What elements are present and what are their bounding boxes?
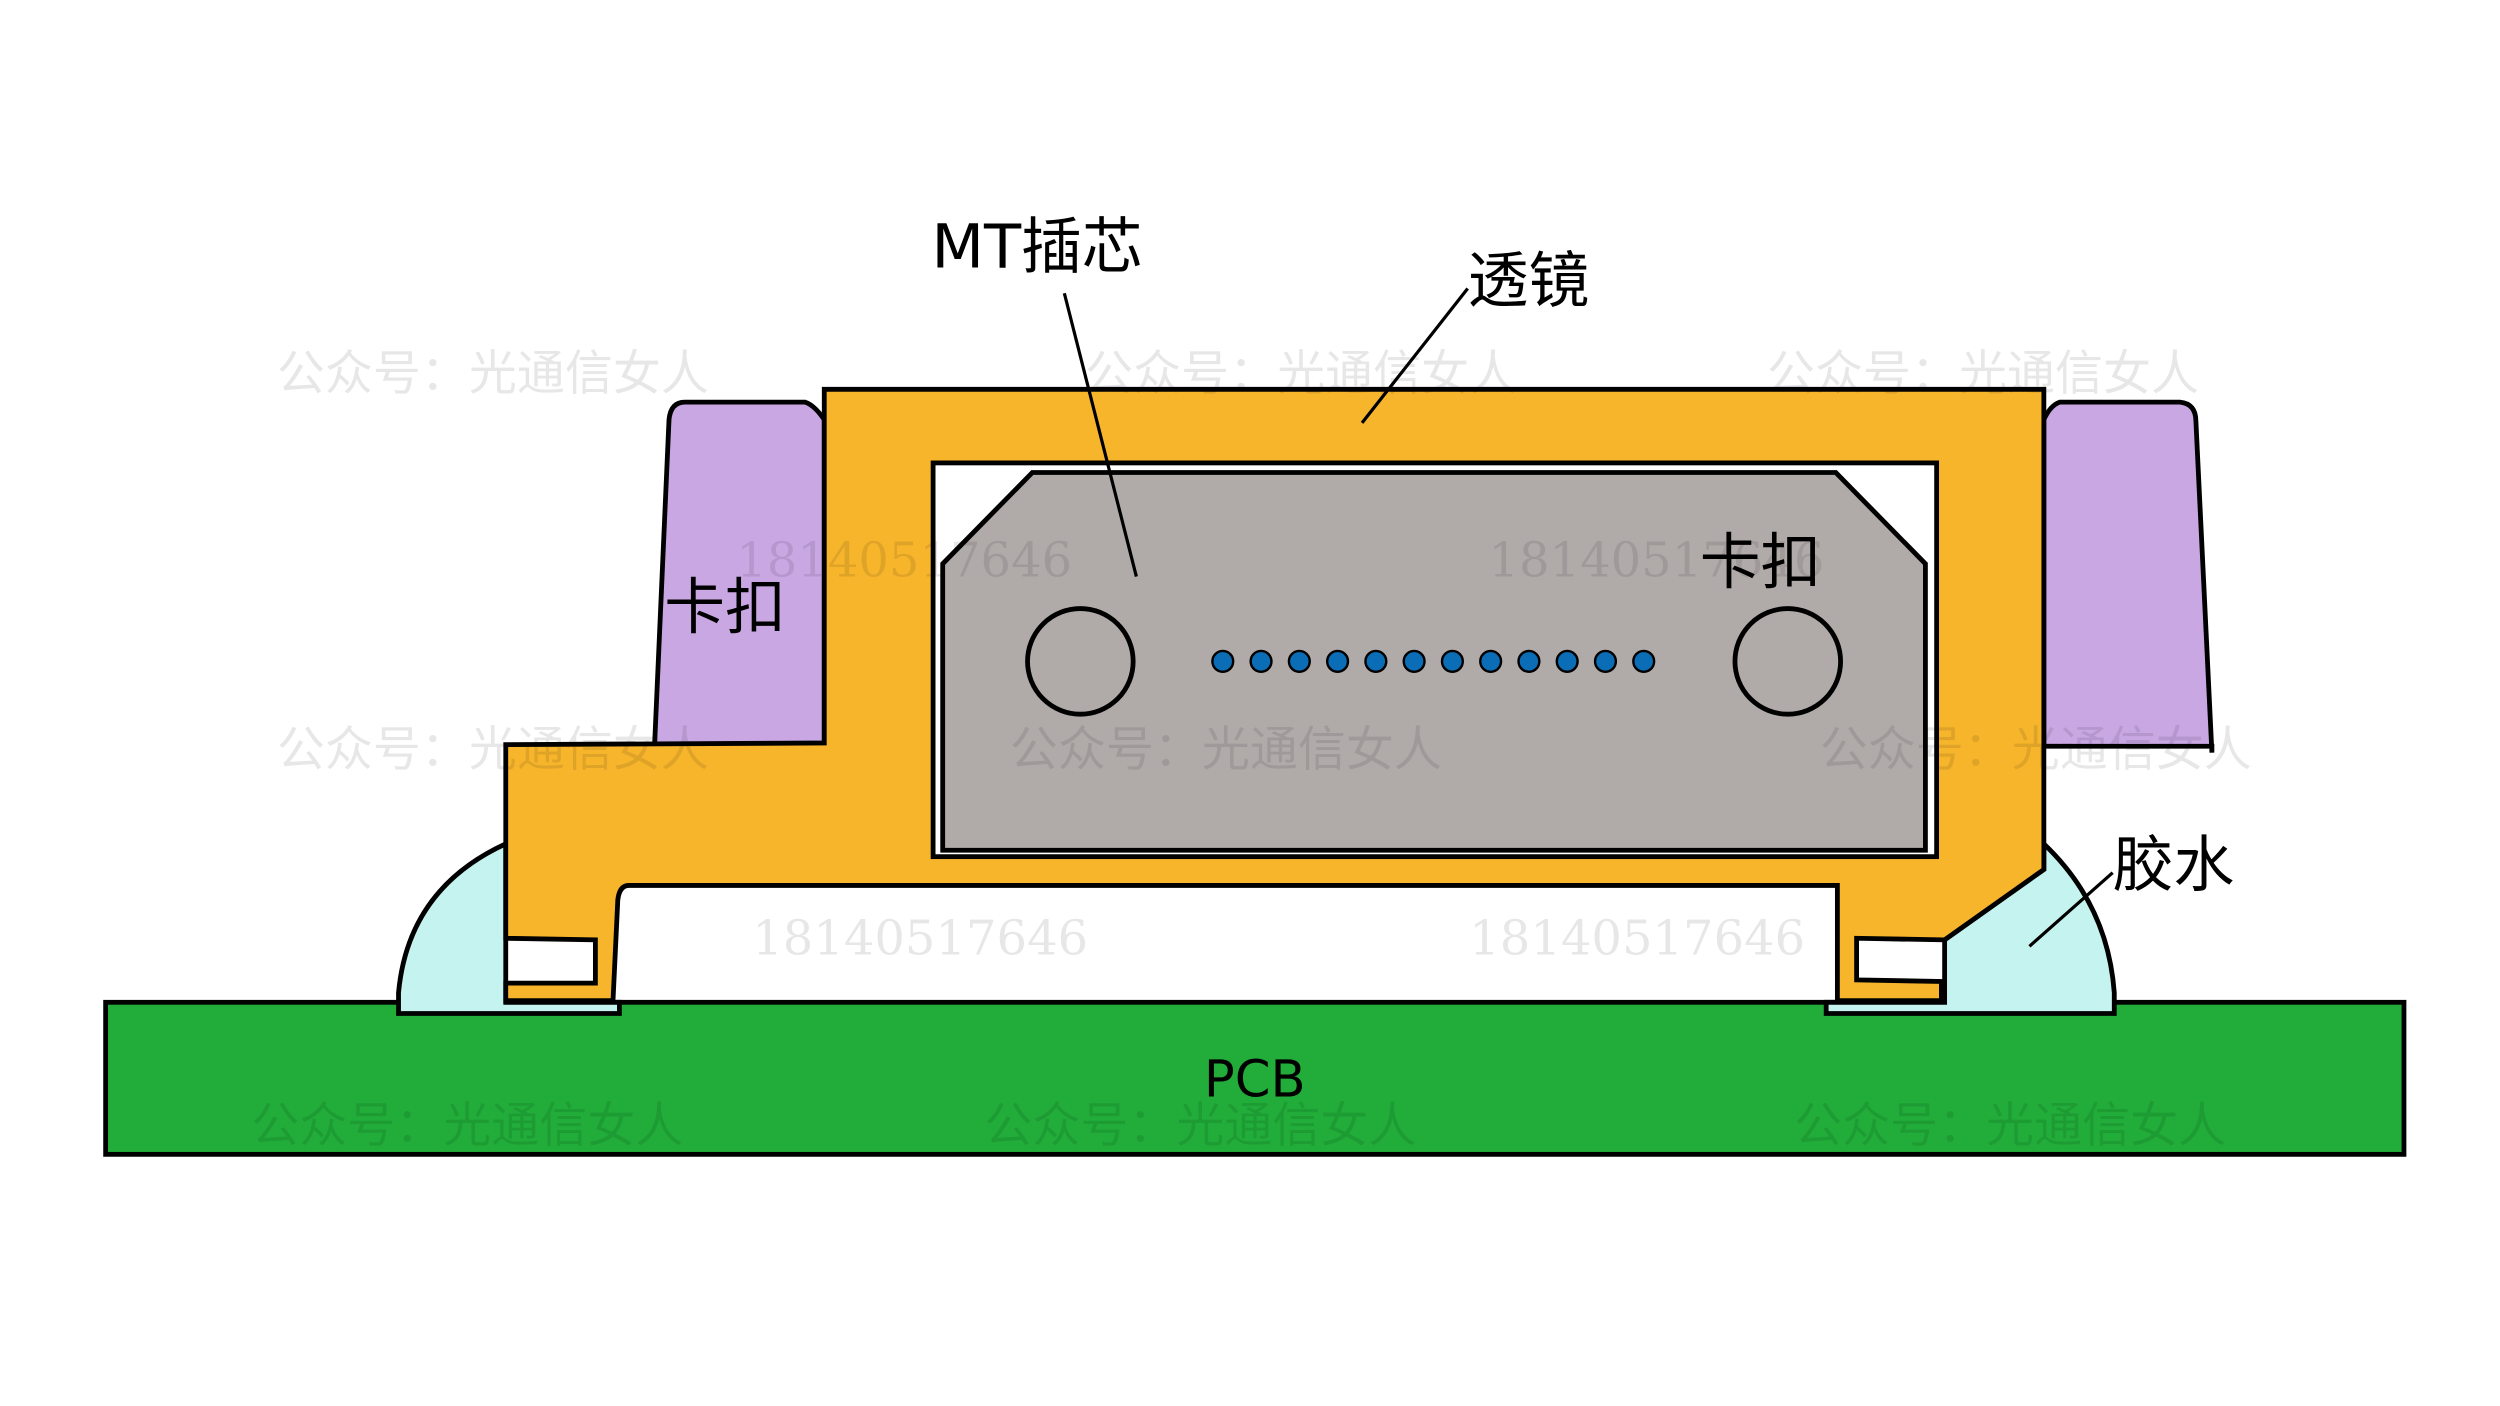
watermark-account: 公众号：光通信女人 — [984, 1098, 1416, 1154]
fiber-core — [1249, 649, 1273, 673]
leader-line-glue — [2028, 871, 2114, 948]
label-clip-right: 卡扣 — [1700, 528, 1822, 598]
watermarks: 公众号：光通信女人 公众号：光通信女人 公众号：光通信女人 公众号：光通信女人 … — [251, 345, 2252, 1153]
watermark-phone: 18140517646 — [1488, 533, 1824, 589]
label-glue: 胶水 — [2113, 830, 2235, 900]
label-clip-left: 卡扣 — [664, 573, 786, 643]
watermark-account: 公众号：光通信女人 — [1085, 345, 1517, 401]
fiber-core — [1325, 649, 1350, 673]
fiber-core — [1440, 649, 1464, 673]
fiber-core — [1211, 649, 1235, 673]
guide-pin-hole-right — [1732, 606, 1843, 717]
watermark-phone: 18140517646 — [736, 533, 1072, 589]
label-lens: 透镜 — [1468, 246, 1590, 316]
fiber-core — [1517, 649, 1541, 673]
fiber-core — [1555, 649, 1579, 673]
watermark-account: 公众号：光通信女人 — [1794, 1098, 2226, 1154]
guide-pin-hole-left — [1025, 606, 1136, 717]
label-pcb: PCB — [1204, 1050, 1306, 1110]
pcb-board — [103, 999, 2407, 1157]
watermark-phone: 18140517646 — [1469, 910, 1805, 966]
watermark-account: 公众号：光通信女人 — [1767, 345, 2199, 401]
watermark-phone: 18140517646 — [752, 910, 1088, 966]
watermark-account: 公众号：光通信女人 — [277, 345, 709, 401]
glue-left — [396, 840, 622, 1016]
fiber-core — [1593, 649, 1618, 673]
watermark-account: 公众号：光通信女人 — [1820, 721, 2252, 777]
watermark-account: 公众号：光通信女人 — [251, 1098, 683, 1154]
fiber-core — [1287, 649, 1311, 673]
leader-line-mt — [1062, 292, 1138, 577]
watermark-account: 公众号：光通信女人 — [1010, 721, 1442, 777]
leader-line-lens — [1360, 287, 1469, 424]
clip-right — [2041, 399, 2215, 753]
fiber-core — [1402, 649, 1426, 673]
label-mt-ferrule: MT插芯 — [931, 213, 1142, 283]
watermark-account: 公众号：光通信女人 — [277, 721, 709, 777]
fiber-array — [1211, 649, 1656, 673]
fiber-core — [1632, 649, 1656, 673]
fiber-core — [1364, 649, 1388, 673]
mt-ferrule — [940, 470, 1928, 853]
fiber-core — [1479, 649, 1503, 673]
